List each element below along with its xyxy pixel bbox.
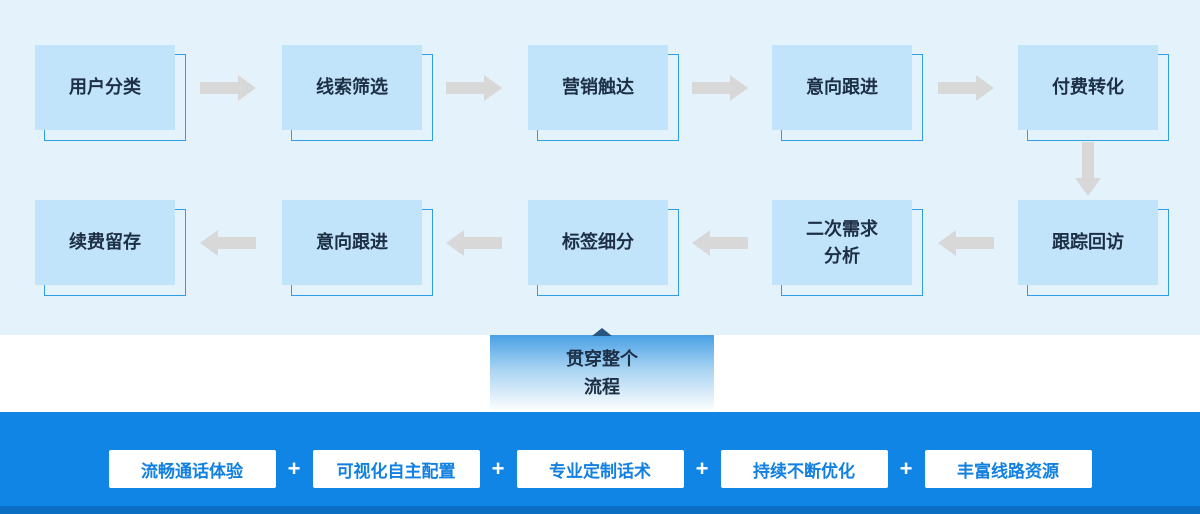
flow-step-label: 营销触达 (562, 77, 634, 97)
arrow-right-icon (938, 75, 994, 101)
feature-list: 流畅通话体验 + 可视化自主配置 + 专业定制话术 + 持续不断优化 + 丰富线… (0, 450, 1200, 488)
flow-step: 标签细分 (528, 200, 679, 296)
flow-step-label: 跟踪回访 (1052, 232, 1124, 252)
flow-step-label: 付费转化 (1052, 77, 1124, 97)
plus-separator: + (695, 456, 709, 481)
arrow-right-icon (200, 75, 256, 101)
feature-pill: 持续不断优化 (720, 450, 888, 488)
features-bar: 流畅通话体验 + 可视化自主配置 + 专业定制话术 + 持续不断优化 + 丰富线… (0, 412, 1200, 514)
feature-pill: 流畅通话体验 (108, 450, 276, 488)
flow-step: 跟踪回访 (1018, 200, 1169, 296)
arrow-left-icon (938, 230, 994, 256)
feature-label: 可视化自主配置 (336, 461, 456, 481)
center-note: 贯穿整个流程 (490, 328, 714, 412)
feature-pill: 丰富线路资源 (924, 450, 1092, 488)
plus-separator: + (491, 456, 505, 481)
center-note-label: 贯穿整个流程 (566, 348, 638, 397)
feature-label: 丰富线路资源 (957, 461, 1059, 481)
flow-step: 用户分类 (35, 45, 186, 141)
flow-section: 用户分类 线索筛选 营销触达 意向跟进 付费转化 续费留存 意向跟进 标签细分 (0, 0, 1200, 335)
flow-step: 二次需求分析 (772, 200, 923, 296)
flow-step-label: 标签细分 (562, 232, 634, 252)
flow-step: 意向跟进 (282, 200, 433, 296)
arrow-right-icon (692, 75, 748, 101)
flow-step: 续费留存 (35, 200, 186, 296)
flow-step-label: 线索筛选 (316, 77, 388, 97)
flow-step-label: 续费留存 (69, 232, 141, 252)
arrow-down-icon (1075, 142, 1101, 196)
feature-label: 持续不断优化 (753, 461, 855, 481)
flow-step-label: 用户分类 (69, 77, 141, 97)
feature-pill: 可视化自主配置 (312, 450, 480, 488)
arrow-right-icon (446, 75, 502, 101)
arrow-left-icon (692, 230, 748, 256)
flow-step: 付费转化 (1018, 45, 1169, 141)
flow-step: 营销触达 (528, 45, 679, 141)
flow-step: 线索筛选 (282, 45, 433, 141)
feature-pill: 专业定制话术 (516, 450, 684, 488)
flow-step: 意向跟进 (772, 45, 923, 141)
flow-step-label: 意向跟进 (316, 232, 388, 252)
flow-step-label: 二次需求分析 (806, 218, 878, 266)
feature-label: 流畅通话体验 (141, 461, 243, 481)
arrow-left-icon (200, 230, 256, 256)
plus-separator: + (287, 456, 301, 481)
plus-separator: + (899, 456, 913, 481)
flow-step-label: 意向跟进 (806, 77, 878, 97)
feature-label: 专业定制话术 (549, 461, 651, 481)
arrow-left-icon (446, 230, 502, 256)
